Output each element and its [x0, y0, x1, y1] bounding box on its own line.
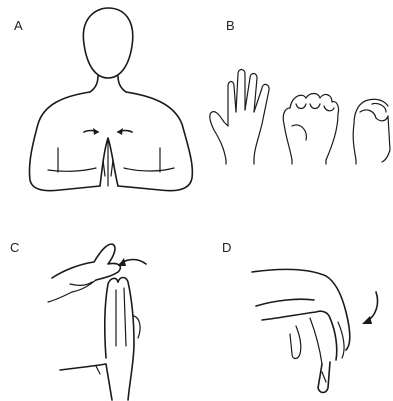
panel-d-illustration	[252, 269, 378, 392]
panel-d-label: D	[222, 240, 231, 255]
panel-c-illustration	[48, 244, 146, 400]
open-hand	[210, 70, 269, 165]
full-fist-hand	[353, 99, 390, 164]
panel-b-illustration	[210, 70, 390, 165]
panel-a-illustration	[29, 8, 192, 191]
panel-b-label: B	[226, 18, 235, 33]
panel-c: C	[10, 240, 146, 400]
panel-a-label: A	[14, 18, 23, 33]
panel-d: D	[222, 240, 378, 393]
panel-a: A	[14, 8, 192, 191]
panel-b: B	[210, 18, 390, 164]
hook-fist-hand	[283, 94, 338, 165]
panel-c-label: C	[10, 240, 19, 255]
